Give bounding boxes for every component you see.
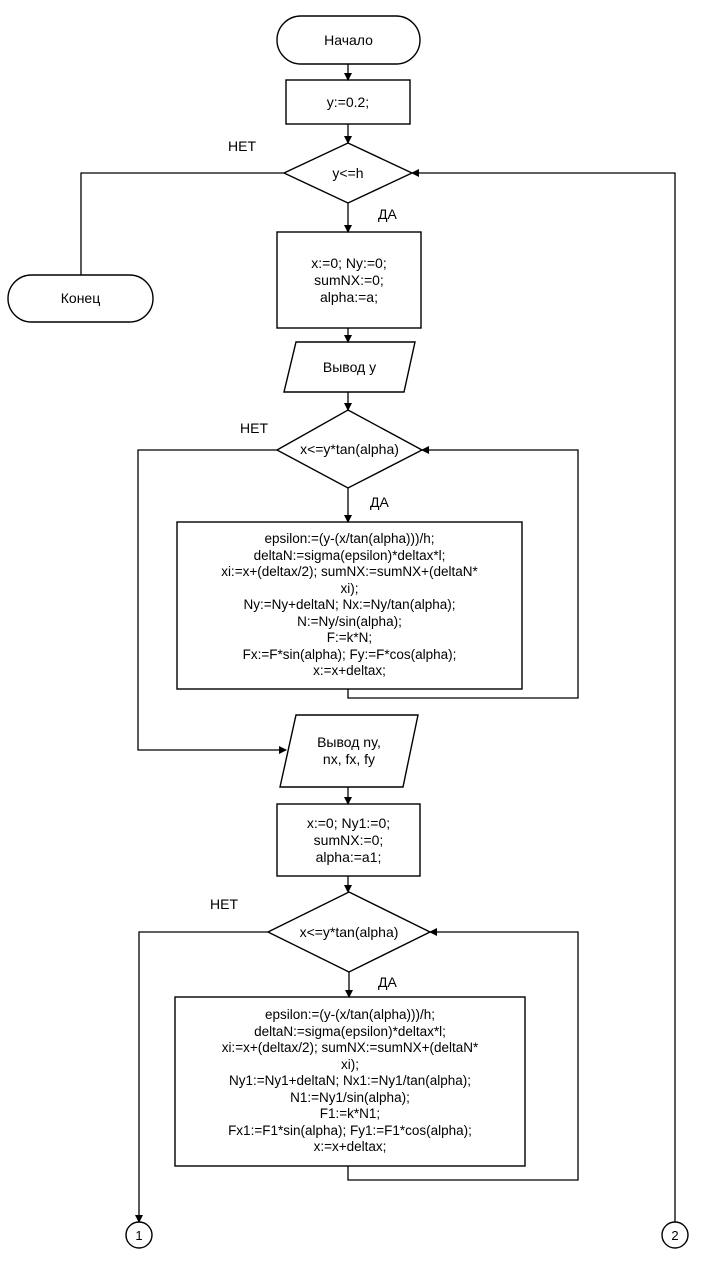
arrow-connector-2-to-cond-y	[411, 169, 676, 1222]
loop1-body-label: epsilon:=(y-(x/tan(alpha)))/h; deltaN:=s…	[221, 531, 478, 679]
start-label: Начало	[324, 31, 373, 48]
init-loop1-label: x:=0; Ny:=0; sumNX:=0; alpha:=a;	[311, 254, 387, 305]
arrow-cond-no-to-end	[80, 172, 284, 275]
end-label: Конец	[60, 290, 101, 306]
init-loop1-box	[276, 231, 422, 329]
condition-y-no-label: НЕТ	[228, 138, 256, 154]
init-loop2-label: x:=0; Ny1:=0; sumNX:=0; alpha:=a1;	[306, 814, 391, 865]
output-y-parallelogram	[283, 341, 416, 393]
condition-x1-label: x<=y*tan(alpha)	[300, 440, 399, 457]
arrow-loop1-return	[347, 446, 579, 699]
output-forces-parallelogram	[279, 714, 419, 788]
condition-x2-label: x<=y*tan(alpha)	[299, 923, 399, 940]
arrow-loop2-return	[347, 928, 579, 1181]
init-y-label: y:=0.2;	[326, 93, 370, 110]
condition-x1-no-label: НЕТ	[240, 420, 268, 436]
loop2-body-label: epsilon:=(y-(x/tan(alpha)))/h; deltaN:=s…	[221, 1007, 479, 1155]
output-forces-label: Вывод ny, nx, fx, fy	[317, 734, 381, 767]
connector-2-label: 2	[671, 1227, 679, 1243]
init-loop2-box	[276, 803, 421, 877]
condition-x2-no-label: НЕТ	[210, 896, 238, 912]
arrow-cond-x1-no-to-output	[137, 449, 287, 754]
condition-y-label: y<=h	[332, 164, 364, 181]
loop2-body-box	[174, 996, 526, 1167]
loop1-body-box	[176, 521, 523, 690]
condition-x1-yes-label: ДА	[370, 494, 389, 510]
condition-x2-yes-label: ДА	[378, 974, 397, 990]
arrow-cond-x2-no-to-connector-1	[135, 931, 268, 1223]
condition-y-yes-label: ДА	[378, 206, 397, 222]
connector-1-label: 1	[135, 1227, 143, 1243]
init-y-box	[285, 79, 411, 125]
output-y-label: Вывод y	[322, 358, 377, 375]
